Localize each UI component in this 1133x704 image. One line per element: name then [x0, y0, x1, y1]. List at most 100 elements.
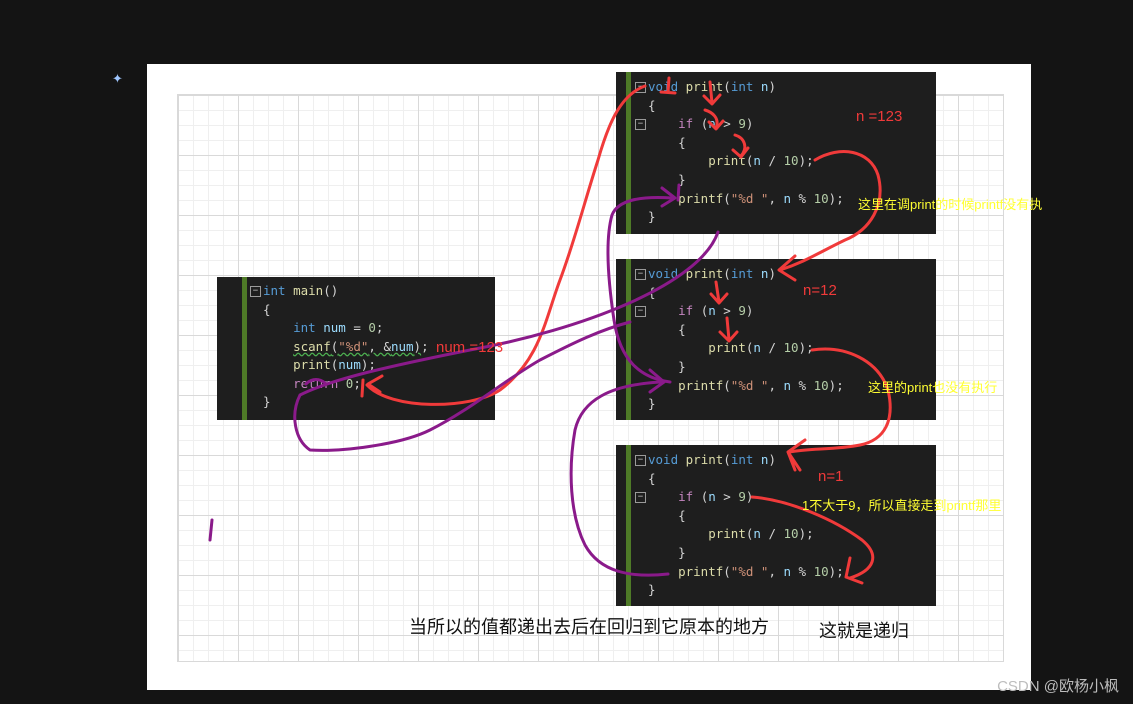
code-token: 10: [813, 563, 829, 579]
code-token: num: [338, 357, 361, 372]
bottom-caption-recursion: 这就是递归: [819, 621, 909, 641]
code-token: ): [413, 338, 422, 354]
code-token: scanf: [293, 338, 331, 354]
code-token: n: [760, 452, 769, 467]
code-token: print: [685, 452, 724, 467]
code-token: , &: [368, 338, 391, 354]
code-line: void print(int n): [648, 451, 776, 469]
code-token: n: [783, 377, 792, 393]
code-token: n: [708, 303, 716, 319]
red-arrow-f1-c: [703, 108, 725, 131]
frame3-explanation: 1不大于9，所以直接走到printf那里: [802, 498, 1002, 513]
code-token: if: [678, 116, 694, 132]
purple-stray-mark: [208, 518, 214, 542]
code-token: {: [648, 321, 686, 337]
code-token: printf: [678, 190, 724, 206]
code-line: }: [648, 171, 686, 189]
red-arrow-f3-if-to-printf: [750, 495, 875, 580]
code-token: ): [745, 116, 754, 132]
fold-toggle-icon: −: [635, 455, 646, 466]
red-call-arrow-frame1-to-frame2: [778, 150, 882, 272]
code-token: (: [723, 377, 731, 393]
code-line: {: [648, 507, 686, 525]
red-arrow-f2-a: [709, 280, 729, 305]
code-token: main: [293, 283, 324, 298]
fold-toggle-icon: −: [635, 119, 646, 131]
print-frame-2: void print(int n){ if (n > 9) { print(n …: [616, 259, 936, 420]
code-token: if: [678, 303, 694, 319]
code-line: {: [263, 301, 271, 319]
code-line: void print(int n): [648, 78, 776, 96]
code-token: 10: [783, 340, 799, 356]
frame3-n-note: n=1: [818, 468, 844, 485]
red-arrow-head-f2: [777, 254, 797, 282]
code-token: 10: [783, 526, 799, 542]
code-token: );: [360, 357, 376, 372]
code-line: printf("%d ", n % 10);: [648, 190, 844, 208]
code-token: n: [753, 340, 761, 356]
code-token: ,: [768, 190, 784, 206]
code-token: (: [693, 489, 709, 505]
code-line: if (n > 9): [648, 302, 753, 320]
code-token: n: [783, 563, 792, 579]
code-token: (: [745, 153, 754, 169]
code-token: }: [648, 545, 686, 560]
code-token: int: [730, 266, 754, 281]
code-gutter-bar: [626, 72, 631, 234]
code-line: print(n / 10);: [648, 339, 814, 357]
csdn-watermark: CSDN @欧杨小枫: [997, 678, 1119, 695]
code-token: {: [648, 507, 686, 523]
code-token: "%d ": [730, 190, 769, 206]
code-token: );: [798, 340, 814, 356]
code-token: 10: [783, 153, 799, 169]
code-token: >: [715, 116, 739, 132]
red-call-arrow-main-to-frame1: [365, 84, 647, 406]
code-token: ): [768, 452, 776, 467]
code-token: (: [723, 266, 731, 281]
code-token: ): [745, 303, 754, 319]
code-line: {: [648, 321, 686, 339]
red-arrow-head-f3-printf: [844, 556, 864, 585]
code-line: int num = 0;: [263, 319, 383, 337]
fold-toggle-icon: −: [250, 286, 261, 297]
frame1-explanation: 这里在调print的时候printf没有执: [858, 197, 1043, 212]
code-line: if (n > 9): [648, 488, 753, 506]
code-line: print(n / 10);: [648, 525, 813, 543]
code-gutter-bar: [242, 277, 247, 420]
code-token: "%d ": [730, 377, 769, 393]
code-token: void: [648, 452, 679, 467]
purple-arrow-head-main: [304, 378, 328, 386]
code-token: num: [323, 320, 346, 335]
code-token: %: [791, 377, 814, 393]
code-token: >: [715, 489, 739, 505]
code-token: "%d": [338, 338, 369, 354]
fold-toggle-icon: −: [635, 306, 646, 318]
code-line: }: [648, 395, 656, 413]
code-token: =: [345, 320, 369, 335]
code-token: 9: [738, 303, 746, 319]
frame1-n-note: n =123: [856, 108, 903, 125]
code-token: printf: [678, 563, 724, 579]
red-arrow-head-f3: [786, 438, 807, 472]
purple-return-frame1-to-main: [293, 230, 720, 452]
code-line: scanf("%d", &num);: [263, 338, 429, 356]
code-token: (: [745, 340, 754, 356]
code-token: int: [730, 452, 754, 467]
code-line: printf("%d ", n % 10);: [648, 377, 844, 395]
code-token: (: [693, 303, 709, 319]
code-token: 0: [368, 320, 376, 335]
code-token: (: [330, 338, 339, 354]
code-line: int main(): [263, 282, 338, 300]
code-token: (: [723, 190, 731, 206]
code-token: int: [293, 320, 316, 335]
code-line: }: [648, 358, 686, 376]
code-token: void: [648, 266, 679, 281]
code-token: print: [685, 79, 724, 94]
purple-return-frame2-to-frame1: [606, 196, 674, 384]
purple-return-frame3-to-frame2: [569, 380, 670, 577]
code-token: ): [745, 489, 754, 505]
code-token: (: [693, 116, 709, 132]
red-arrow-f2-b: [718, 316, 739, 343]
code-token: >: [715, 303, 739, 319]
